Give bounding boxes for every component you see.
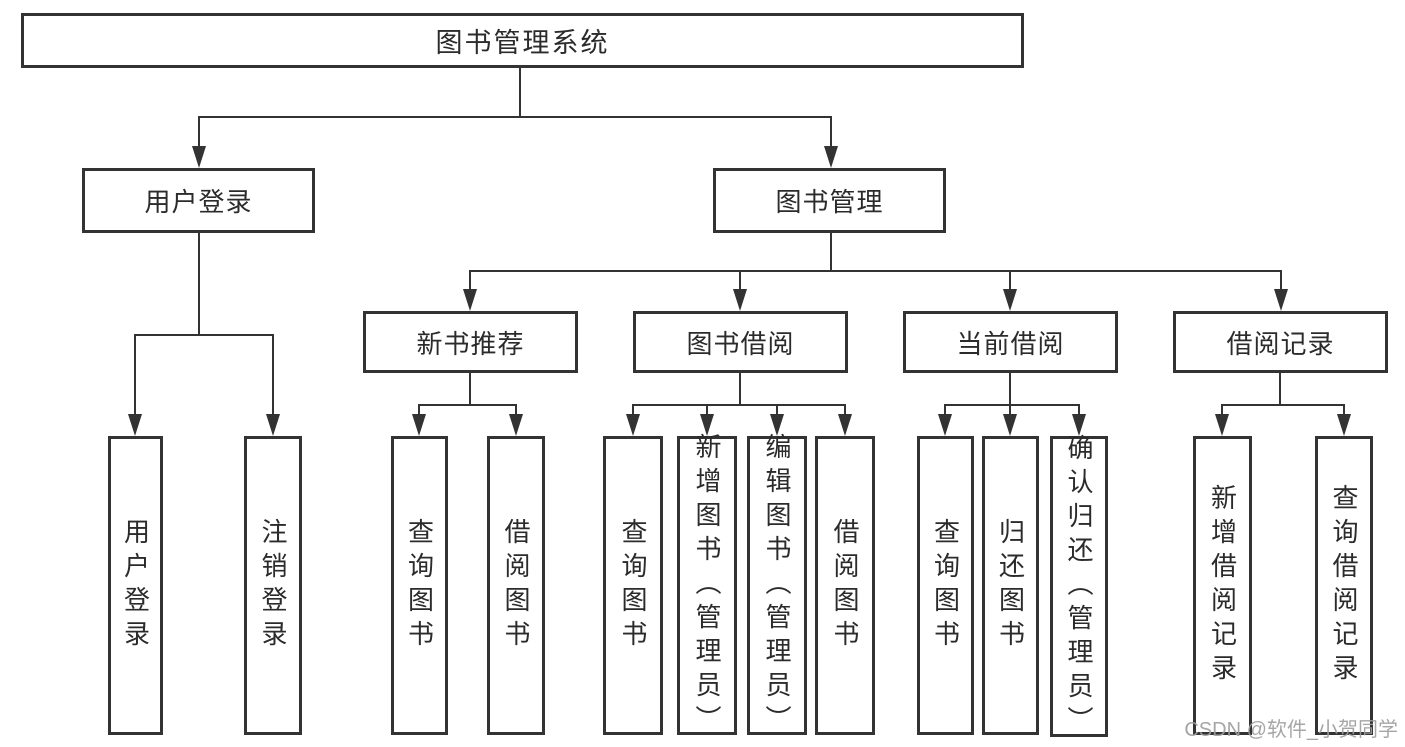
connector-leaf-drop-line [776,404,778,418]
leaf-return-books: 归还图书 [982,436,1039,735]
leaf-add-borrow-record: 新增借阅记录 [1193,436,1252,735]
leaf-query-books-current: 查询图书 [917,436,974,735]
arrow-down-icon [1274,289,1288,311]
connector-level3-drop-line [469,270,471,292]
leaf-borrow-books: 借阅图书 [815,436,875,735]
leaf-confirm-return-admin: 确认归还（管理员） [1050,433,1108,740]
connector-root-stem-line [519,66,521,118]
watermark-text: CSDN @软件_小贺同学 [1184,719,1398,741]
connector-leaf-drop-line [1343,404,1345,418]
arrow-down-icon [733,289,747,311]
arrow-down-icon [1215,414,1229,436]
connector-leaf-drop-line [1009,404,1011,418]
leaf-label: 查询图书 [930,517,961,654]
leaf-query-borrow-record: 查询借阅记录 [1315,436,1373,735]
arrow-down-icon [1003,414,1017,436]
connector-bus-line [418,404,517,406]
arrow-down-icon [463,289,477,311]
leaf-label: 新增图书（管理员） [692,432,722,739]
node-book-borrowing: 图书借阅 [633,311,848,373]
connector-bus-line [944,404,1080,406]
arrow-down-icon [412,414,426,436]
leaf-label: 借阅图书 [830,517,860,654]
leaf-borrow-books-recommend: 借阅图书 [487,436,545,735]
leaf-label: 注销登录 [258,517,288,654]
connector-leaf-drop-line [1221,404,1223,418]
leaf-label: 新增借阅记录 [1207,483,1238,688]
leaf-label: 查询图书 [618,517,648,654]
leaf-user-login: 用户登录 [108,436,163,735]
node-user-login: 用户登录 [82,168,315,233]
connector-user-login-drop-line [198,116,200,148]
arrow-down-icon [266,414,280,436]
arrow-down-icon [1337,414,1351,436]
node-book-management: 图书管理 [713,168,946,233]
arrow-down-icon [626,414,640,436]
connector-bus-line [632,404,846,406]
connector-user-login-stem-line [198,231,200,335]
connector-stem-line [1279,371,1281,406]
connector-level3-drop-line [1280,270,1282,292]
leaf-logout: 注销登录 [244,436,302,735]
connector-bus-line [1221,404,1345,406]
leaf-label: 编辑图书（管理员） [762,432,792,739]
connector-leaf-drop-line [272,334,274,416]
connector-book-mgmt-drop-line [830,116,832,148]
connector-stem-line [469,371,471,406]
connector-leaf-drop-line [632,404,634,418]
leaf-query-books-borrow: 查询图书 [603,436,663,735]
leaf-add-books-admin: 新增图书（管理员） [677,433,737,739]
arrow-down-icon [824,146,838,168]
arrow-down-icon [938,414,952,436]
arrow-down-icon [128,414,142,436]
node-current-borrowing: 当前借阅 [903,311,1118,373]
node-new-book-recommendation: 新书推荐 [363,311,578,373]
arrow-down-icon [838,414,852,436]
leaf-query-books-recommend: 查询图书 [391,436,448,735]
arrow-down-icon [770,414,784,436]
leaf-label: 归还图书 [995,517,1026,654]
connector-leaf-drop-line [515,404,517,418]
connector-leaf-drop-line [1078,404,1080,418]
connector-stem-line [1009,371,1011,406]
connector-leaf-drop-line [134,334,136,416]
connector-leaf-drop-line [944,404,946,418]
connector-leaf-drop-line [706,404,708,418]
connector-leaf-drop-line [844,404,846,418]
leaf-label: 用户登录 [120,517,151,654]
connector-book-mgmt-bus-line [469,270,1282,272]
node-borrowing-records: 借阅记录 [1173,311,1388,373]
connector-user-login-bus-line [134,334,274,336]
leaf-label: 确认归还（管理员） [1064,433,1094,740]
arrow-down-icon [192,146,206,168]
connector-level3-drop-line [739,270,741,292]
connector-book-mgmt-stem-line [830,231,832,272]
arrow-down-icon [1072,414,1086,436]
arrow-down-icon [509,414,523,436]
node-library-system: 图书管理系统 [21,13,1024,68]
connector-leaf-drop-line [418,404,420,418]
arrow-down-icon [1003,289,1017,311]
leaf-label: 查询借阅记录 [1329,483,1359,688]
connector-stem-line [739,371,741,406]
leaf-edit-books-admin: 编辑图书（管理员） [747,433,807,739]
connector-level3-drop-line [1009,270,1011,292]
leaf-label: 查询图书 [404,517,435,654]
leaf-label: 借阅图书 [501,517,531,654]
connector-root-bus-line [198,116,832,118]
arrow-down-icon [700,414,714,436]
